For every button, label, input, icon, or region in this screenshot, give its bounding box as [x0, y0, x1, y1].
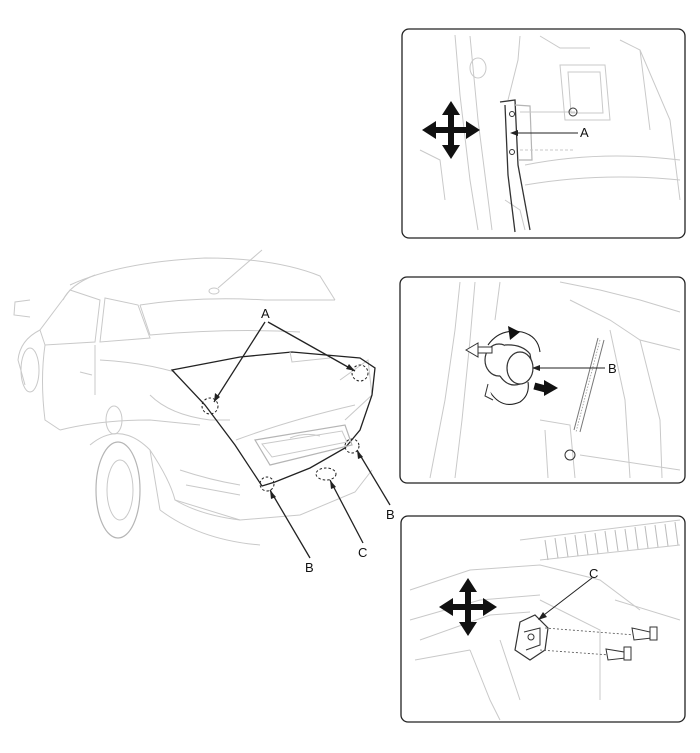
four-way-move-arrows-icon-2 — [439, 578, 497, 636]
striker-label-c: C — [589, 566, 598, 581]
hinge-label-a: A — [580, 125, 589, 140]
car-illustration: A B C B — [13, 249, 395, 575]
detail-panel-hinge: A — [401, 28, 686, 239]
car-label-c: C — [358, 545, 367, 560]
car-label-b-right: B — [386, 507, 395, 522]
detail-panel-striker: C — [400, 515, 686, 723]
car-label-a: A — [261, 306, 270, 321]
car-label-b-left: B — [305, 560, 314, 575]
four-way-move-arrows-icon — [422, 101, 480, 159]
bumper-label-b: B — [608, 361, 617, 376]
detail-panel-bumper: B — [399, 276, 686, 484]
